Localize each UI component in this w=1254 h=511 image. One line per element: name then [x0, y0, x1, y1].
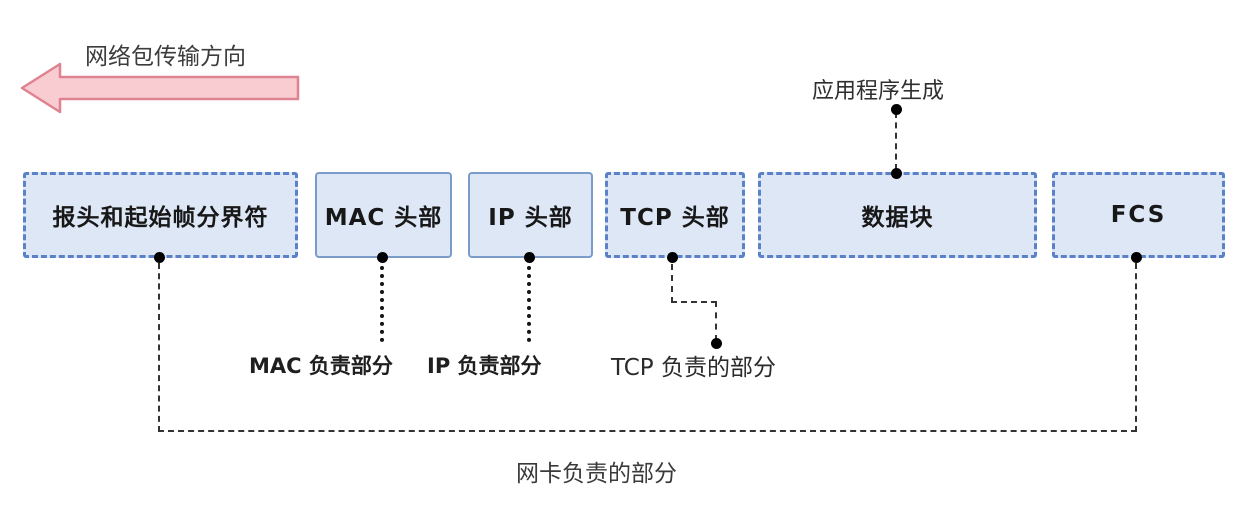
- connector-dot: [1131, 252, 1142, 263]
- nic-bracket-bottom-line: [158, 430, 1137, 432]
- connector-dot: [891, 168, 902, 179]
- segment-box-ip-header: IP 头部: [468, 172, 593, 258]
- tcp-connector-line-v2: [715, 301, 717, 341]
- connector-dot: [154, 252, 165, 263]
- mac-connector-line: [380, 266, 384, 342]
- mac-responsibility-label: MAC 负责部分: [249, 354, 393, 378]
- nic-bracket-right-line: [1135, 263, 1137, 432]
- connector-dot: [891, 104, 902, 115]
- nic-bracket-left-line: [158, 263, 160, 432]
- segment-box-mac-header: MAC 头部: [315, 172, 452, 258]
- segment-box-data-block: 数据块: [758, 172, 1037, 258]
- left-arrow-icon: [18, 58, 302, 122]
- ip-connector-line: [527, 266, 531, 342]
- tcp-connector-line-h: [671, 301, 717, 303]
- app-generated-label: 应用程序生成: [812, 79, 945, 104]
- segment-box-fcs: FCS: [1052, 172, 1225, 258]
- transmission-direction-label: 网络包传输方向: [85, 44, 246, 70]
- nic-responsibility-label: 网卡负责的部分: [516, 461, 677, 487]
- tcp-responsibility-label: TCP 负责的部分: [611, 355, 776, 381]
- ip-responsibility-label: IP 负责部分: [427, 354, 542, 378]
- connector-dot: [711, 338, 722, 349]
- connector-dot: [667, 252, 678, 263]
- segment-box-tcp-header: TCP 头部: [605, 172, 745, 258]
- connector-dot: [377, 252, 388, 263]
- app-generated-connector-line: [895, 112, 897, 170]
- connector-dot: [524, 252, 535, 263]
- segment-box-preamble: 报头和起始帧分界符: [23, 172, 298, 258]
- tcp-connector-line-v1: [671, 264, 673, 303]
